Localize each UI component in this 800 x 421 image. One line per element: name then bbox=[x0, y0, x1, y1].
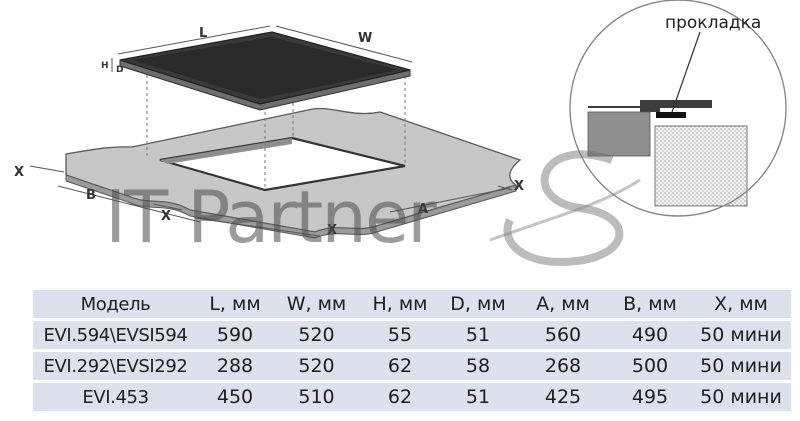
dim-label-X-bottom: X bbox=[327, 223, 337, 238]
table-cell: 450 bbox=[198, 383, 272, 411]
dim-label-W: W bbox=[358, 31, 372, 46]
table-cell: EVI.453 bbox=[33, 383, 198, 411]
table-row: EVI.453 450 510 62 51 425 495 50 мини bbox=[33, 383, 791, 411]
header-cell: D, мм bbox=[439, 290, 517, 318]
table-cell: 495 bbox=[609, 383, 691, 411]
table-cell: 51 bbox=[439, 321, 517, 349]
countertop bbox=[65, 107, 522, 239]
table-cell: 500 bbox=[609, 352, 691, 380]
table-cell: 520 bbox=[272, 321, 361, 349]
table-cell: EVI.594\EVSI594 bbox=[33, 321, 198, 349]
dim-label-L: L bbox=[199, 26, 207, 41]
table-cell: 268 bbox=[517, 352, 609, 380]
watermark: IT Partner bbox=[105, 150, 641, 267]
gasket-callout-label: прокладка bbox=[665, 13, 761, 33]
table-cell: 58 bbox=[439, 352, 517, 380]
dimension-lines bbox=[29, 25, 513, 237]
table-cell: 490 bbox=[609, 321, 691, 349]
spec-table: Модель L, мм W, мм H, мм D, мм A, мм B, … bbox=[33, 287, 791, 414]
table-cell: 62 bbox=[361, 383, 439, 411]
table-row: EVI.292\EVSI292 288 520 62 58 268 500 50… bbox=[33, 352, 791, 380]
table-cell: 51 bbox=[439, 383, 517, 411]
dim-label-X-left: X bbox=[14, 165, 24, 180]
header-cell: L, мм bbox=[198, 290, 272, 318]
table-cell: 590 bbox=[198, 321, 272, 349]
header-cell: A, мм bbox=[517, 290, 609, 318]
table-cell: 50 мини bbox=[691, 352, 791, 380]
cooktop bbox=[119, 31, 411, 111]
dim-label-X-bottom-left: X bbox=[161, 209, 171, 224]
dim-label-X-right: X bbox=[514, 179, 524, 194]
table-cell: 560 bbox=[517, 321, 609, 349]
header-cell: W, мм bbox=[272, 290, 361, 318]
dim-label-D: D bbox=[116, 65, 123, 75]
table-cell: 62 bbox=[361, 352, 439, 380]
table-cell: 510 bbox=[272, 383, 361, 411]
table-row: EVI.594\EVSI594 590 520 55 51 560 490 50… bbox=[33, 321, 791, 349]
header-cell: H, мм bbox=[361, 290, 439, 318]
dim-label-A: A bbox=[418, 202, 428, 217]
gasket-detail: прокладка bbox=[569, 0, 787, 217]
dim-label-H: H bbox=[101, 61, 109, 71]
table-cell: 50 мини bbox=[691, 321, 791, 349]
dim-label-B: B bbox=[86, 188, 96, 203]
table-cell: EVI.292\EVSI292 bbox=[33, 352, 198, 380]
table-header-row: Модель L, мм W, мм H, мм D, мм A, мм B, … bbox=[33, 290, 791, 318]
header-cell: B, мм bbox=[609, 290, 691, 318]
watermark-text: IT Partner bbox=[105, 175, 437, 259]
table-cell: 520 bbox=[272, 352, 361, 380]
table-cell: 425 bbox=[517, 383, 609, 411]
header-cell: Модель bbox=[33, 290, 198, 318]
table-cell: 50 мини bbox=[691, 383, 791, 411]
header-cell: X, мм bbox=[691, 290, 791, 318]
table-cell: 55 bbox=[361, 321, 439, 349]
table-cell: 288 bbox=[198, 352, 272, 380]
